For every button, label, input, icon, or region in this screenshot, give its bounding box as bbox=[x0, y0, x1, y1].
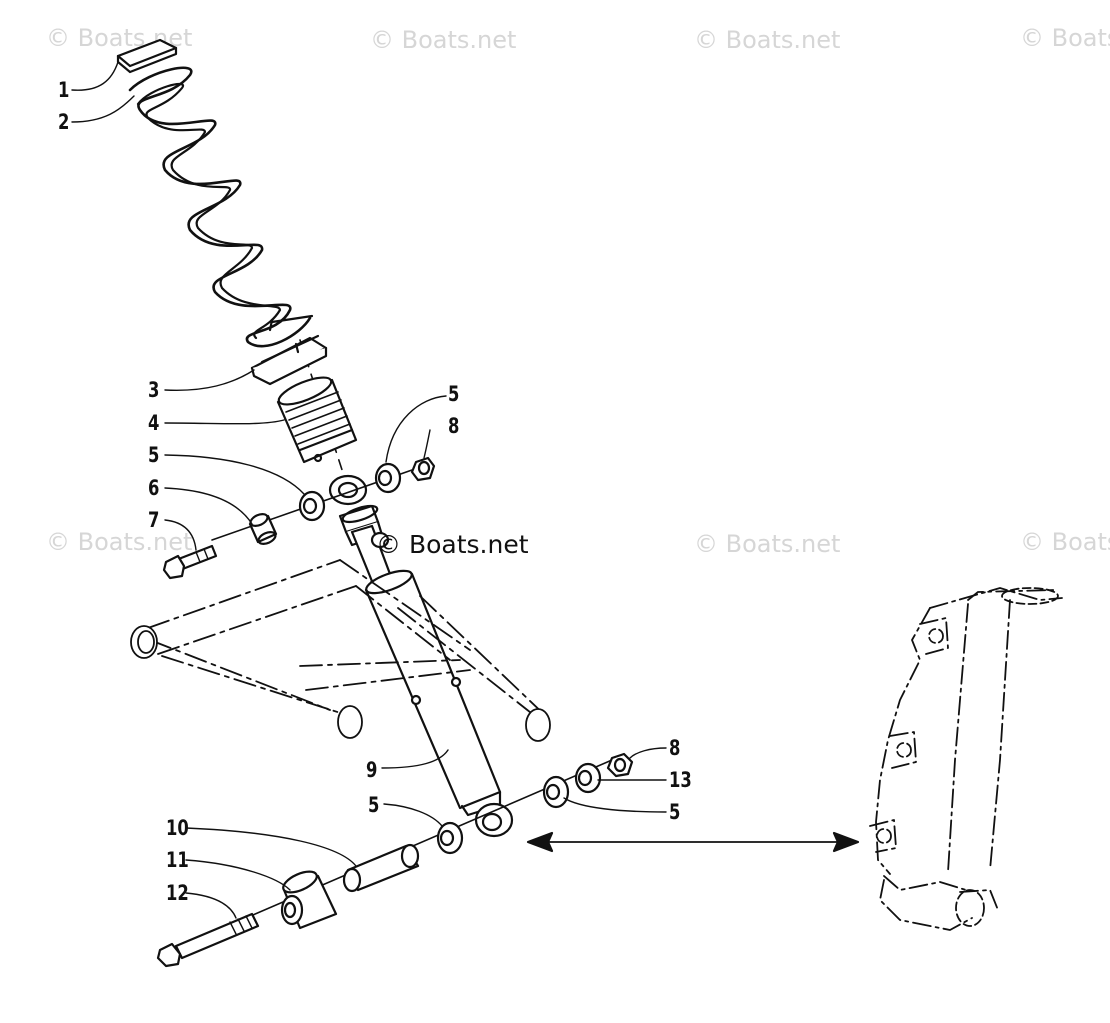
watermark: © Boats.net bbox=[370, 26, 517, 54]
part-8-upper-nut bbox=[410, 456, 436, 482]
part-10-sleeve bbox=[342, 843, 420, 893]
part-11-bushing bbox=[280, 870, 338, 930]
callout-6: 6 bbox=[148, 476, 160, 500]
part-12-long-bolt bbox=[156, 912, 260, 968]
part-2-coil-spring bbox=[128, 66, 314, 348]
callout-3: 3 bbox=[148, 378, 160, 402]
callout-12: 12 bbox=[166, 881, 189, 905]
watermark: © Boats.net bbox=[1020, 528, 1110, 556]
watermark: © Boats.net bbox=[46, 528, 193, 556]
shock-lower-eye bbox=[474, 802, 514, 838]
watermark: © Boats.net bbox=[694, 26, 841, 54]
part-1-spring-cap bbox=[116, 38, 178, 74]
a-arm-phantom bbox=[147, 559, 551, 721]
callout-1: 1 bbox=[58, 78, 70, 102]
callout-8: 8 bbox=[669, 736, 681, 760]
part-8-lower-nut bbox=[606, 752, 634, 778]
part-6-bushing bbox=[248, 513, 278, 545]
callout-2: 2 bbox=[58, 110, 70, 134]
callout-5: 5 bbox=[669, 800, 681, 824]
leader-lines bbox=[71, 61, 667, 919]
callout-9: 9 bbox=[366, 758, 378, 782]
callout-10: 10 bbox=[166, 816, 189, 840]
a-arm-tube-ends bbox=[130, 625, 551, 742]
part-5-upper-washer-right bbox=[374, 462, 402, 494]
watermark: © Boats.net bbox=[694, 530, 841, 558]
watermark: © Boats.net bbox=[1020, 24, 1110, 52]
callout-4: 4 bbox=[148, 411, 160, 435]
callout-5: 5 bbox=[148, 443, 160, 467]
spindle-phantom bbox=[869, 587, 1063, 931]
callout-7: 7 bbox=[148, 508, 160, 532]
part-5-upper-washer-left bbox=[298, 490, 326, 522]
part-5-lower-washer-left bbox=[436, 821, 464, 855]
watermark-center: © Boats.net bbox=[376, 530, 529, 559]
spindle-holes bbox=[876, 587, 1059, 927]
part-5-lower-washer-right bbox=[542, 775, 570, 809]
callout-5: 5 bbox=[368, 793, 380, 817]
part-3-spring-seat bbox=[250, 334, 328, 386]
part-4-adjuster-collar bbox=[276, 376, 358, 464]
callout-8: 8 bbox=[448, 414, 460, 438]
part-7-bolt bbox=[162, 544, 218, 580]
reference-arrow bbox=[526, 831, 860, 853]
callout-5: 5 bbox=[448, 382, 460, 406]
part-13-washer bbox=[574, 762, 602, 794]
callout-13: 13 bbox=[669, 768, 692, 792]
callout-11: 11 bbox=[166, 848, 189, 872]
